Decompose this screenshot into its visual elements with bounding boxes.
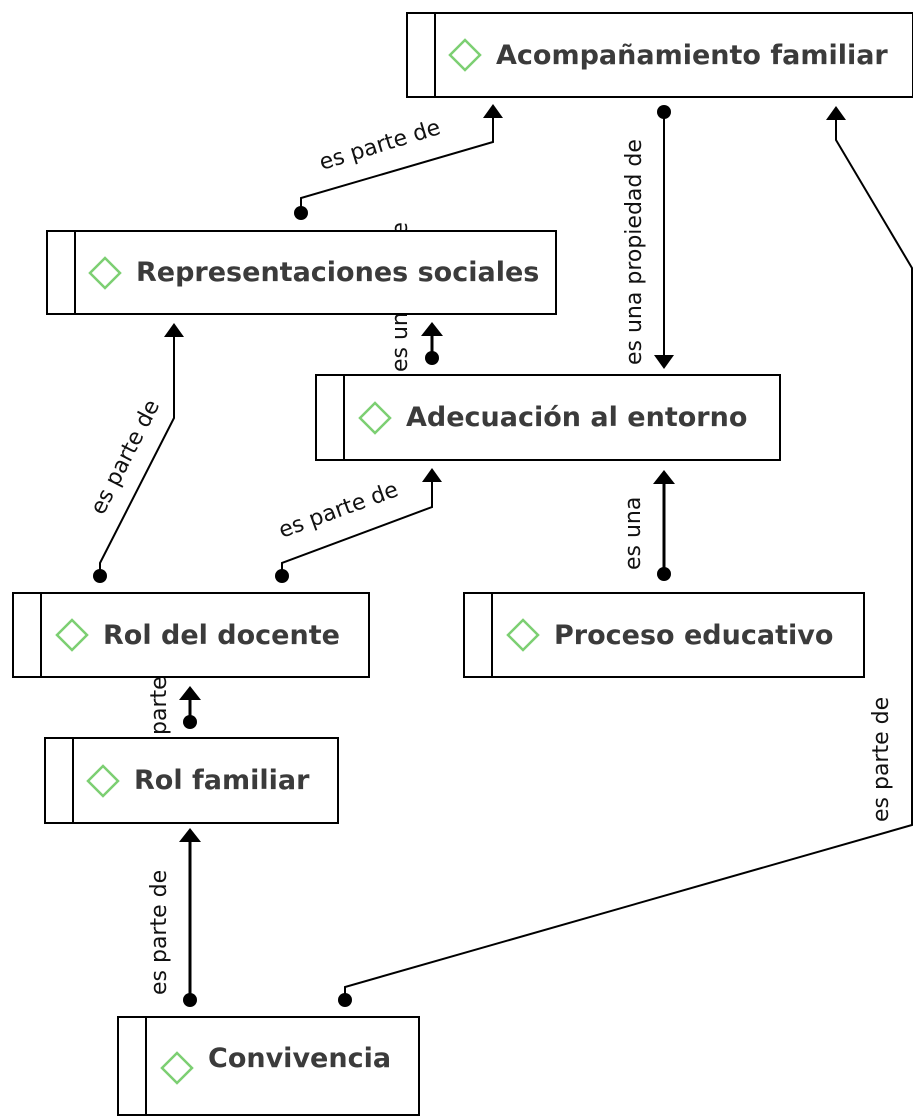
node-bar [408, 14, 436, 96]
node-representaciones-sociales[interactable]: Representaciones sociales [46, 230, 557, 315]
node-rol-familiar[interactable]: Rol familiar [44, 737, 339, 824]
node-bar [48, 232, 76, 313]
node-label: Acompañamiento familiar [496, 39, 888, 71]
edge-representaciones-acompanamiento: es parte de [294, 104, 503, 220]
edge-label-fragment: parte [147, 676, 172, 735]
diamond-icon [55, 618, 89, 652]
edge-label: es una [621, 497, 646, 570]
diamond-icon [88, 255, 122, 290]
node-rol-del-docente[interactable]: Rol del docente [12, 592, 370, 678]
node-bar [119, 1018, 147, 1114]
node-label: Convivencia [208, 1042, 392, 1074]
node-bar [317, 376, 345, 459]
diamond-icon [160, 1051, 194, 1085]
edge-label: es parte de [276, 477, 402, 543]
node-convivencia[interactable]: Convivencia [117, 1016, 420, 1116]
edge-proceso-adecuacion: es una [621, 470, 675, 581]
node-label: Adecuación al entorno [406, 402, 748, 433]
diamond-icon [448, 38, 482, 72]
diamond-icon [506, 618, 540, 652]
edge-familiar-docente: parte [147, 676, 201, 735]
diamond-icon [86, 763, 120, 798]
node-bar [465, 594, 493, 676]
edge-label: es parte de [316, 115, 443, 175]
edge-label: es parte de [147, 870, 172, 995]
node-label: Proceso educativo [554, 619, 834, 651]
diamond-icon [358, 400, 392, 435]
node-proceso-educativo[interactable]: Proceso educativo [463, 592, 865, 678]
node-adecuacion-al-entorno[interactable]: Adecuación al entorno [315, 374, 781, 461]
node-bar [14, 594, 42, 676]
node-label: Representaciones sociales [136, 257, 540, 288]
node-bar [46, 739, 74, 822]
node-label: Rol familiar [134, 765, 310, 796]
node-label: Rol del docente [103, 619, 340, 651]
edge-docente-adecuacion: es parte de [275, 468, 442, 583]
edge-label: es parte de [869, 697, 894, 822]
node-acompanamiento-familiar[interactable]: Acompañamiento familiar [406, 12, 913, 98]
edge-convivencia-acompanamiento: es parte de [338, 106, 913, 1007]
edge-convivencia-familiar: es parte de [147, 828, 201, 1007]
edge-docente-representaciones: es parte de [86, 323, 184, 583]
edge-label: es una propiedad de [622, 139, 647, 365]
edge-acompanamiento-adecuacion: es una propiedad de [622, 105, 674, 369]
